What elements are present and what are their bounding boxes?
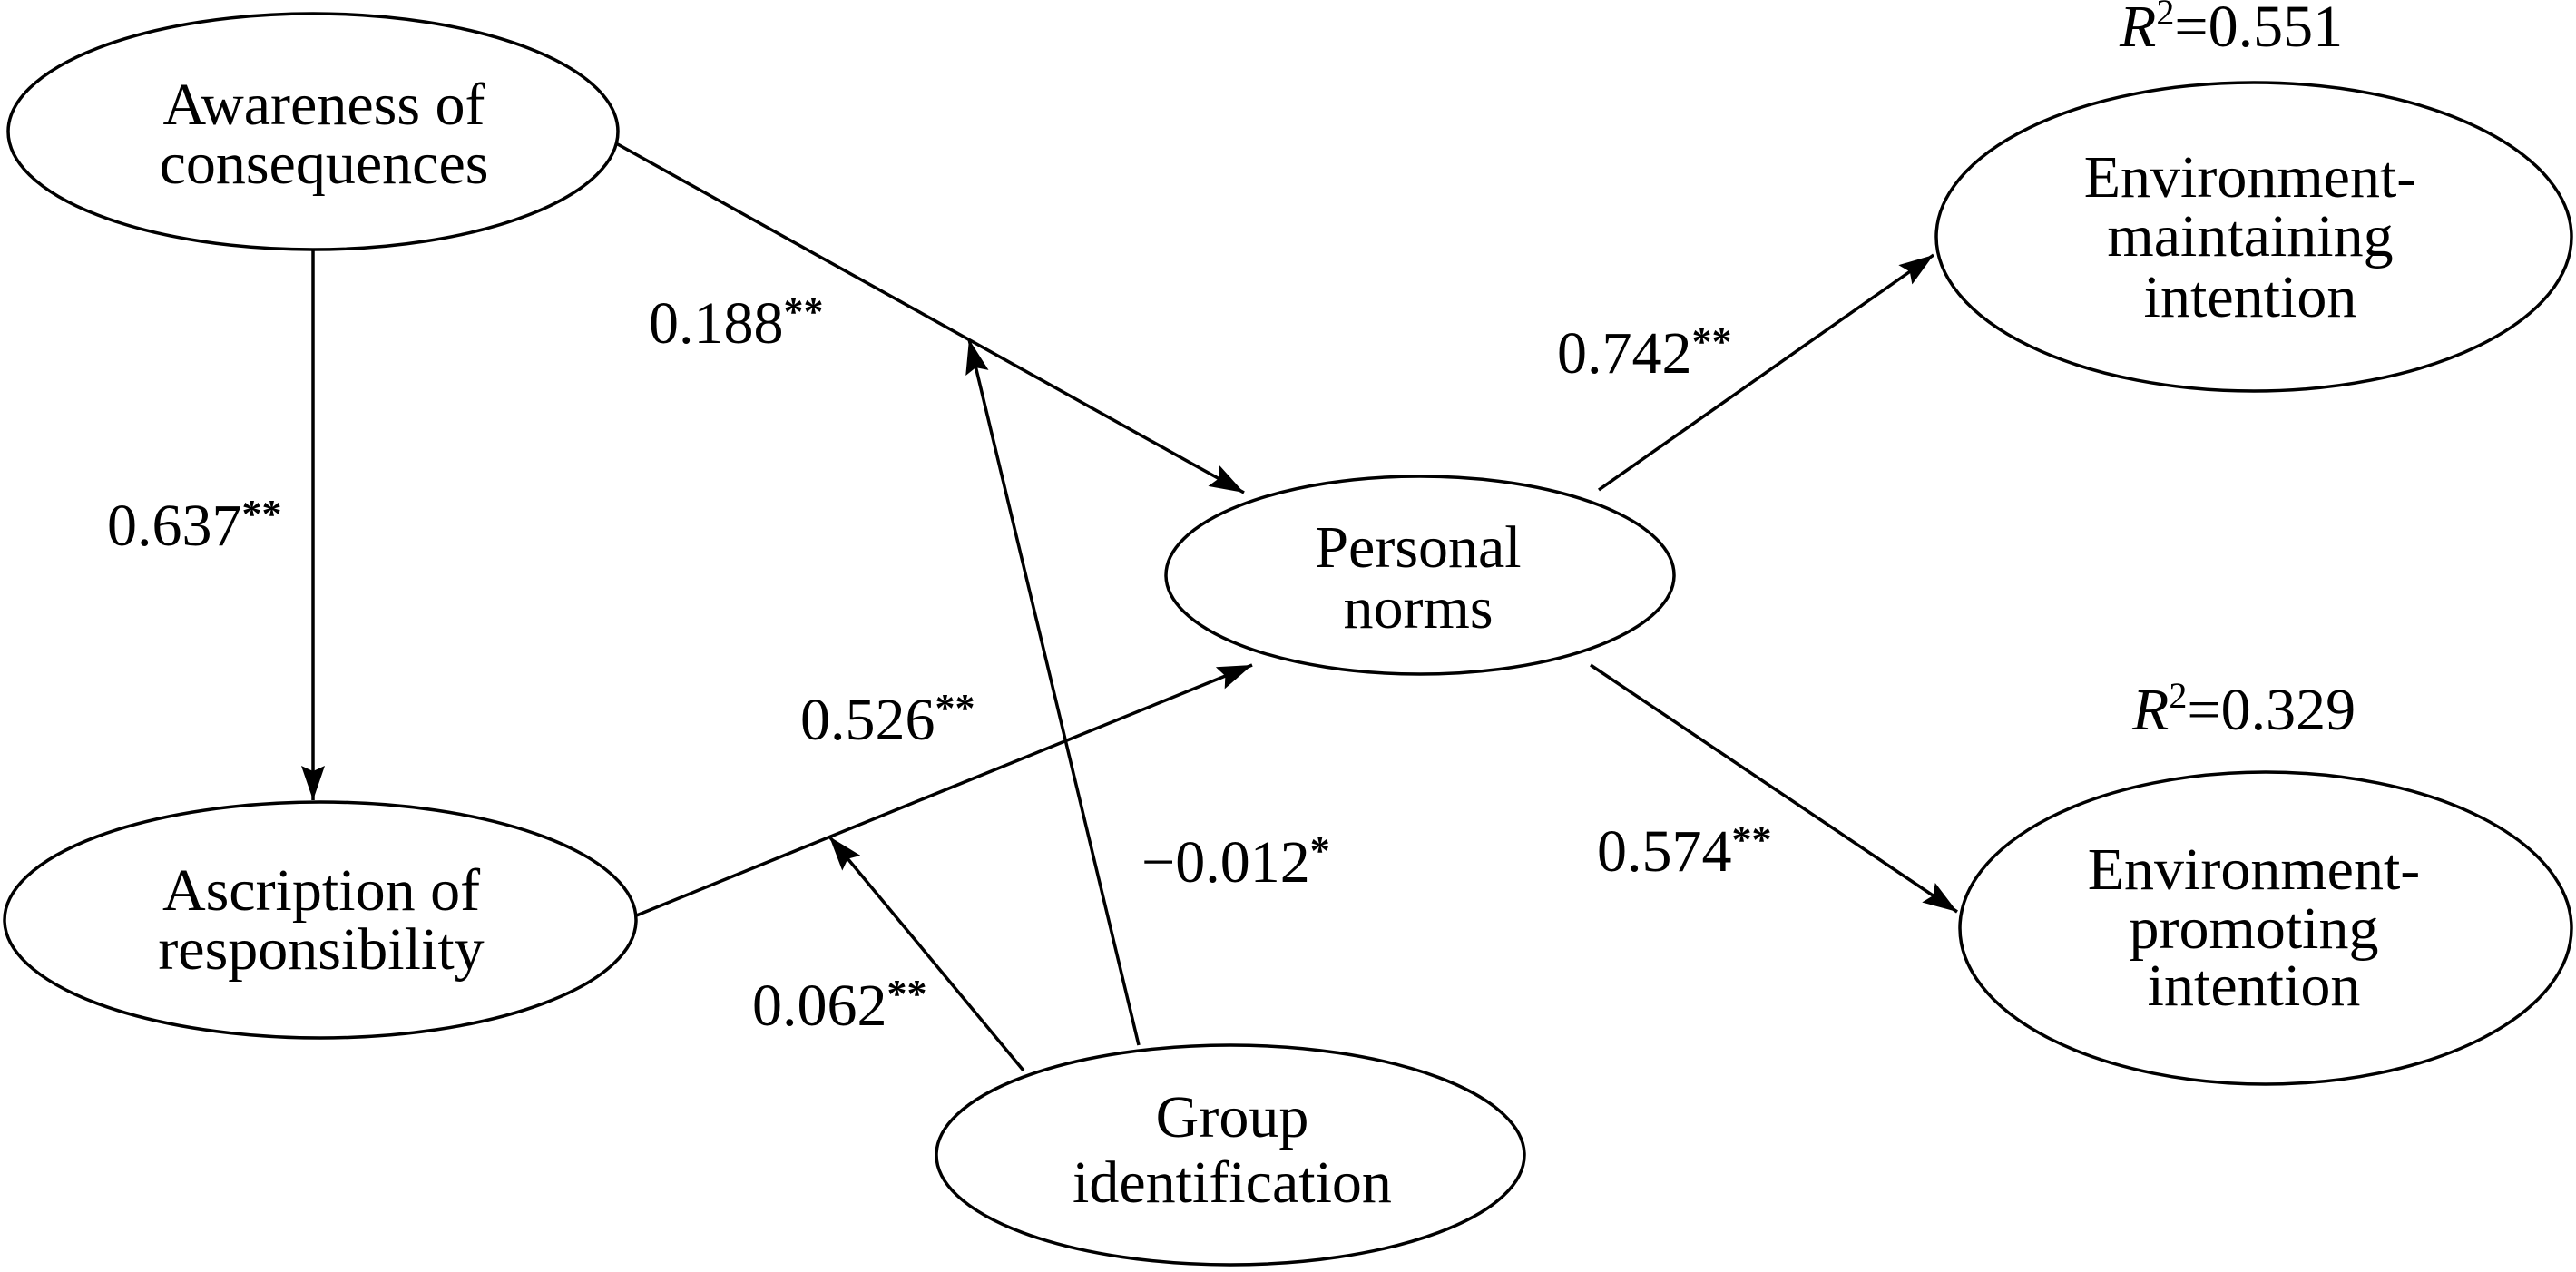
edge-personal-norms-to-promoting <box>1590 663 1958 914</box>
r-squared-symbol: R <box>2119 0 2156 60</box>
edge-awareness-to-personal-norms <box>615 142 1245 494</box>
group-ellipse <box>935 1043 1526 1267</box>
coef-group-moderates-awareness-path: −0.012* <box>1141 828 1330 895</box>
coef-personal-norms-to-maintaining: 0.742** <box>1557 319 1732 386</box>
maintaining-ellipse <box>1934 81 2573 393</box>
coef-significance: ** <box>1732 817 1772 862</box>
r-squared-value: 0.329 <box>2221 677 2356 743</box>
awareness-label-line-1: Awareness of <box>163 72 485 138</box>
promoting-ellipse <box>1958 770 2573 1086</box>
coef-awareness-to-ascription: 0.637** <box>107 492 282 559</box>
awareness-ellipse <box>6 12 620 251</box>
edges-layer <box>301 142 1958 1072</box>
coef-awareness-to-personal-norms: 0.188** <box>649 289 824 357</box>
coef-significance: ** <box>1692 319 1732 364</box>
edge-group-moderates-awareness-path <box>965 338 1141 1046</box>
r-squared-value: 0.551 <box>2209 0 2344 60</box>
ascription-ellipse <box>3 800 638 1040</box>
maintaining-label-line-1: Environment- <box>2084 144 2417 210</box>
coef-significance: ** <box>887 972 927 1016</box>
maintaining-r-squared: R2=0.551 <box>2119 0 2343 60</box>
ascription-label-line-1: Ascription of <box>162 857 480 924</box>
node-promoting: Environment- promoting intention R2=0.32… <box>1958 675 2573 1086</box>
coefficients-layer: 0.188** 0.637** 0.526** −0.012* 0.062** … <box>107 289 1772 1039</box>
coef-value: 0.188 <box>649 290 784 357</box>
maintaining-label-line-2: maintaining <box>2107 203 2393 269</box>
r-squared-symbol: R <box>2131 677 2169 743</box>
coef-value: −0.012 <box>1141 829 1310 895</box>
r-squared-exponent: 2 <box>2156 0 2174 33</box>
coef-significance: ** <box>784 289 824 334</box>
coef-group-moderates-ascription-path: 0.062** <box>752 972 927 1039</box>
coef-value: 0.637 <box>107 493 242 559</box>
awareness-label-line-2: consequences <box>160 131 489 197</box>
r-squared-relation: = <box>2187 677 2220 743</box>
coef-value: 0.062 <box>752 973 887 1039</box>
personal-norms-label-line-2: norms <box>1344 575 1494 641</box>
node-maintaining: Environment- maintaining intention R2=0.… <box>1934 0 2573 393</box>
r-squared-relation: = <box>2174 0 2208 60</box>
group-label-line-1: Group <box>1156 1084 1309 1150</box>
edge-personal-norms-to-maintaining <box>1597 253 1935 492</box>
node-ascription: Ascription of responsibility <box>3 800 638 1040</box>
edge-group-moderates-ascription-path <box>828 835 1025 1072</box>
coef-ascription-to-personal-norms: 0.526** <box>800 686 975 753</box>
maintaining-label-line-3: intention <box>2144 264 2357 330</box>
node-personal-norms: Personal norms <box>1164 475 1676 676</box>
node-group: Group identification <box>935 1043 1526 1267</box>
coef-significance: ** <box>242 492 282 536</box>
coef-significance: ** <box>935 686 975 730</box>
personal-norms-ellipse <box>1164 475 1676 676</box>
coef-value: 0.526 <box>800 687 935 753</box>
node-awareness: Awareness of consequences <box>6 12 620 251</box>
edge-ascription-to-personal-norms <box>633 663 1253 918</box>
coef-value: 0.574 <box>1597 818 1732 885</box>
coef-personal-norms-to-promoting: 0.574** <box>1597 817 1772 885</box>
promoting-label-line-3: intention <box>2148 953 2361 1019</box>
personal-norms-label-line-1: Personal <box>1315 514 1521 581</box>
promoting-label-line-1: Environment- <box>2088 837 2421 903</box>
coef-value: 0.742 <box>1557 320 1692 386</box>
promoting-r-squared: R2=0.329 <box>2131 675 2356 743</box>
ascription-label-line-2: responsibility <box>158 916 484 983</box>
coef-significance: * <box>1310 828 1330 873</box>
promoting-label-line-2: promoting <box>2130 895 2379 962</box>
r-squared-exponent: 2 <box>2169 675 2187 716</box>
group-label-line-2: identification <box>1073 1150 1392 1216</box>
